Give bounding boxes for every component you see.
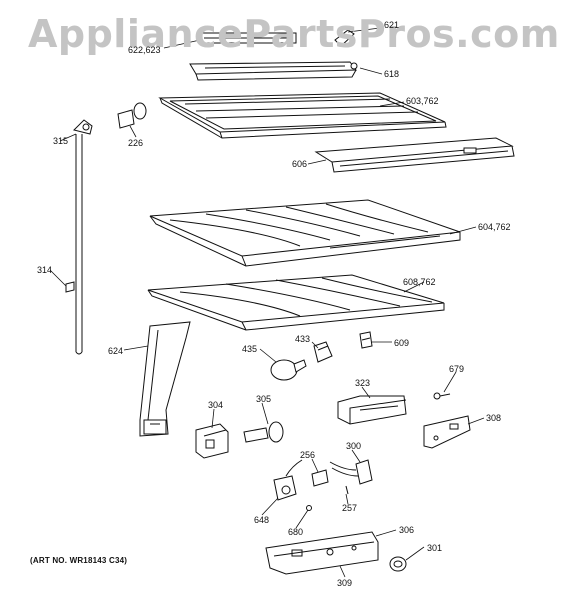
callout-257: 257 <box>342 503 358 513</box>
part-622-drawing <box>199 32 297 44</box>
part-648-drawing <box>273 459 303 501</box>
part-679-drawing <box>433 392 451 400</box>
callout-300: 300 <box>346 441 362 451</box>
art-number: (ART NO. WR18143 C34) <box>30 556 128 565</box>
part-604-drawing <box>149 199 461 267</box>
part-308-drawing <box>423 415 471 449</box>
callout-618: 618 <box>384 69 400 79</box>
callout-314: 314 <box>37 265 53 275</box>
part-603-drawing <box>158 92 447 139</box>
leader-lines <box>49 27 485 578</box>
part-315-314-drawing <box>65 119 93 355</box>
part-256-drawing <box>311 469 329 487</box>
part-618-drawing <box>189 61 358 81</box>
part-435-drawing <box>270 359 307 381</box>
part-305-drawing <box>243 421 284 443</box>
callout-301: 301 <box>427 543 443 553</box>
part-624-drawing <box>139 321 191 437</box>
callout-604: 604,762 <box>478 222 511 232</box>
part-680-drawing <box>306 505 312 511</box>
callout-304: 304 <box>208 400 224 410</box>
part-323-drawing <box>337 395 407 425</box>
callout-621: 621 <box>384 20 400 30</box>
part-300-drawing <box>329 459 373 495</box>
callout-308: 308 <box>486 413 502 423</box>
callout-648: 648 <box>254 515 270 525</box>
callout-680: 680 <box>288 527 304 537</box>
part-433-drawing <box>313 341 333 363</box>
callout-679: 679 <box>449 364 465 374</box>
callout-609: 609 <box>394 338 410 348</box>
callout-309: 309 <box>337 578 353 588</box>
part-608-drawing <box>147 274 445 331</box>
callout-433: 433 <box>295 334 311 344</box>
part-301-drawing <box>389 556 407 572</box>
callout-306: 306 <box>399 525 415 535</box>
callout-226: 226 <box>128 138 144 148</box>
part-621-drawing <box>334 29 355 47</box>
part-609-drawing <box>359 331 373 349</box>
part-304-drawing <box>195 423 229 459</box>
part-226-drawing <box>117 102 147 129</box>
callout-435: 435 <box>242 344 258 354</box>
watermark-text: AppliancePartsPros.com <box>28 12 560 56</box>
callout-603: 603,762 <box>406 96 439 106</box>
part-306-drawing <box>265 531 379 575</box>
callout-622: 622,623 <box>128 45 161 55</box>
callout-315: 315 <box>53 136 69 146</box>
callout-606: 606 <box>292 159 308 169</box>
callout-624: 624 <box>108 346 124 356</box>
part-606-drawing <box>314 137 515 173</box>
callout-256: 256 <box>300 450 316 460</box>
callout-323: 323 <box>355 378 371 388</box>
callout-305: 305 <box>256 394 272 404</box>
callout-608: 608,762 <box>403 277 436 287</box>
